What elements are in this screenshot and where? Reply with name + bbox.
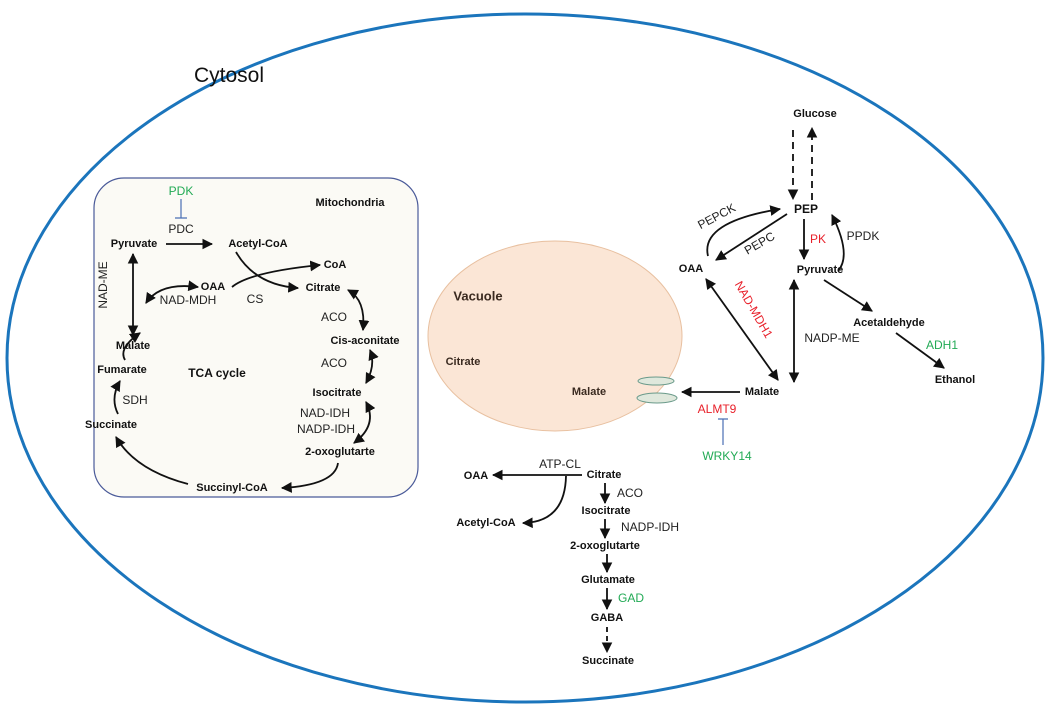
mito-cis-aconitate: Cis-aconitate xyxy=(330,335,399,347)
enzyme-sdh: SDH xyxy=(122,393,147,407)
pep: PEP xyxy=(794,202,818,216)
arrow-pyruvate-acetaldehyde xyxy=(823,279,873,312)
enzyme-aco-cyto: ACO xyxy=(617,486,643,500)
mito-malate: Malate xyxy=(116,340,150,352)
vacuole-citrate: Citrate xyxy=(446,356,481,368)
enzyme-nad-me: NAD-ME xyxy=(96,261,110,308)
enzyme-ppdk: PPDK xyxy=(847,229,880,243)
inhibition-wrky14-almt9 xyxy=(718,418,728,445)
arrow-succinate-fumarate xyxy=(110,380,121,415)
mito-citrate: Citrate xyxy=(306,282,341,294)
enzyme-aco-2: ACO xyxy=(321,356,347,370)
enzyme-nad-mdh: NAD-MDH xyxy=(160,293,217,307)
cyto-acetyl-coa: Acetyl-CoA xyxy=(456,517,515,529)
vacuole-malate: Malate xyxy=(572,386,606,398)
tca-cycle-label: TCA cycle xyxy=(188,366,246,380)
arrow-pyruvate-pep xyxy=(831,214,845,272)
arrow-fumarate-malate xyxy=(122,332,141,361)
cytosol-label: Cytosol xyxy=(194,64,264,87)
ethanol: Ethanol xyxy=(935,374,975,386)
gaba: GABA xyxy=(591,612,623,624)
arrow-malate-oaa xyxy=(145,280,200,304)
mitochondria-compartment xyxy=(93,177,419,498)
mito-isocitrate: Isocitrate xyxy=(313,387,362,399)
enzyme-nadp-me: NADP-ME xyxy=(804,331,859,345)
transporter-channel-2 xyxy=(636,392,678,404)
enzyme-adh1: ADH1 xyxy=(926,338,958,352)
arrow-citrate-cisaconitate xyxy=(347,289,370,332)
cyto-pyruvate: Pyruvate xyxy=(797,264,843,276)
enzyme-pk: PK xyxy=(810,232,826,246)
arrow-isocitrate-oxoglutarate xyxy=(353,401,376,444)
inhibition-pdk-pdc xyxy=(175,199,187,219)
enzyme-cs: CS xyxy=(247,292,264,306)
mito-succinate: Succinate xyxy=(85,419,137,431)
mito-oaa: OAA xyxy=(201,281,226,293)
arrow-oxoglutarate-succinylcoa xyxy=(280,462,339,493)
glucose: Glucose xyxy=(793,108,836,120)
tf-wrky14: WRKY14 xyxy=(702,449,752,463)
glutamate: Glutamate xyxy=(581,574,635,586)
arrow-acetylcoa-citrate xyxy=(235,251,300,293)
mito-succinyl-coa: Succinyl-CoA xyxy=(196,482,268,494)
cyto-oaa: OAA xyxy=(679,263,704,275)
arrow-cisaconitate-isocitrate xyxy=(365,348,379,384)
vacuole-compartment xyxy=(427,240,683,432)
arrow-pep-oaa xyxy=(715,213,788,261)
arrow-succinylcoa-succinate xyxy=(115,436,189,485)
cyto2-oaa: OAA xyxy=(464,470,489,482)
mito-oxoglutarate: 2-oxoglutarte xyxy=(305,446,375,458)
mito-coa: CoA xyxy=(324,259,347,271)
cyto-malate: Malate xyxy=(745,386,779,398)
arrow-acetaldehyde-ethanol xyxy=(895,332,945,369)
vacuole-label: Vacuole xyxy=(453,288,502,303)
mito-pyruvate: Pyruvate xyxy=(111,238,157,250)
transporter-channel-1 xyxy=(637,376,675,386)
arrow-oaa-pep xyxy=(706,205,782,257)
transporter-almt9: ALMT9 xyxy=(698,402,737,416)
arrow-oaa-malate-cyto xyxy=(705,278,779,381)
arrow-oaa-coa xyxy=(231,260,322,288)
enzyme-nadp-idh-mito: NADP-IDH xyxy=(297,422,355,436)
mitochondria-label: Mitochondria xyxy=(315,197,385,209)
cyto-isocitrate: Isocitrate xyxy=(582,505,631,517)
acetaldehyde: Acetaldehyde xyxy=(853,317,925,329)
cyto-citrate: Citrate xyxy=(587,469,622,481)
mito-fumarate: Fumarate xyxy=(97,364,147,376)
enzyme-pdc: PDC xyxy=(168,222,194,236)
cyto-oxoglutarate: 2-oxoglutarte xyxy=(570,540,640,552)
enzyme-gad: GAD xyxy=(618,591,644,605)
mito-acetyl-coa: Acetyl-CoA xyxy=(228,238,287,250)
enzyme-nad-idh: NAD-IDH xyxy=(300,406,350,420)
cyto-succinate: Succinate xyxy=(582,655,634,667)
enzyme-pdk: PDK xyxy=(169,184,194,198)
enzyme-atp-cl: ATP-CL xyxy=(539,457,581,471)
enzyme-nadp-idh-cyto: NADP-IDH xyxy=(621,520,679,534)
arrow-citrate-acetylcoa xyxy=(521,475,567,529)
enzyme-aco-1: ACO xyxy=(321,310,347,324)
